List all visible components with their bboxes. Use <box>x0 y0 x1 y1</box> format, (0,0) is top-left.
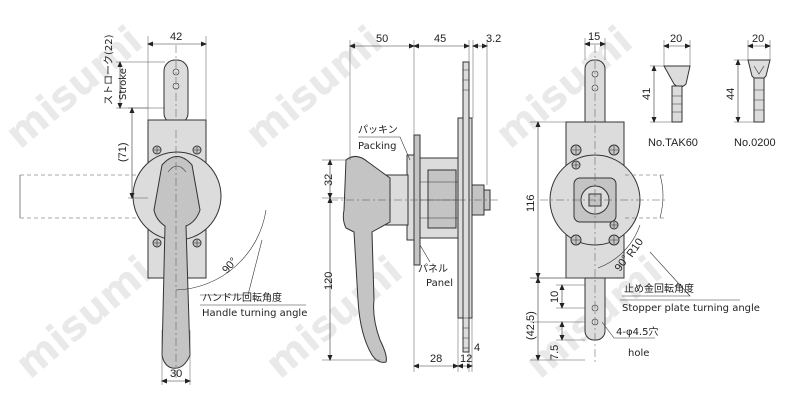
front-screws <box>152 145 202 248</box>
key-0200-height: 44 <box>725 88 737 100</box>
dim-116: 116 <box>525 194 537 212</box>
side-handle <box>342 156 391 363</box>
watermark-text-4: misumi <box>7 248 161 388</box>
rear-screws <box>570 144 620 246</box>
dim-15: 15 <box>588 31 600 43</box>
handle-angle-jp: ハンドル回転角度 <box>202 291 282 304</box>
front-view: 90° ハンドル回転角度 Handle turning angle 42 30 … <box>19 31 307 385</box>
hole-jp: 4-φ4.5穴 <box>616 325 658 338</box>
hole-en: hole <box>628 348 649 359</box>
handle-angle-en: Handle turning angle <box>202 308 307 319</box>
packing-en: Packing <box>358 141 396 152</box>
key-0200-name: No.0200 <box>734 137 776 149</box>
side-view: 50 45 3.2 パッキン Packing パネル Panel 32 120 … <box>322 33 501 372</box>
stroke-label-jp: ストローク(22) <box>103 34 115 105</box>
stopper-en: Stopper plate turning angle <box>622 303 760 314</box>
dim-7-5: 7.5 <box>549 345 561 360</box>
stopper-jp: 止め金回転角度 <box>624 282 694 295</box>
key-tak60: 20 41 No.TAK60 <box>641 33 698 149</box>
key-0200: 20 44 No.0200 <box>725 33 776 149</box>
dim-45: 45 <box>434 33 446 45</box>
watermark-text-2: misumi <box>237 18 391 158</box>
key-tak60-name: No.TAK60 <box>648 137 698 149</box>
dim-42: 42 <box>170 31 182 43</box>
panel-en: Panel <box>426 278 453 289</box>
dim-10: 10 <box>549 291 561 303</box>
panel-jp: パネル <box>418 263 448 275</box>
dim-12: 12 <box>460 353 472 365</box>
key-tak60-width: 20 <box>670 33 682 45</box>
dim-120: 120 <box>323 272 335 290</box>
packing-jp: パッキン <box>358 124 398 136</box>
front-handle <box>153 156 201 369</box>
dim-32: 32 <box>323 174 335 186</box>
rear-view: R10 90° 止め金回転角度 Stopper plate turning an… <box>525 31 760 365</box>
dim-4: 4 <box>474 342 480 354</box>
stroke-label-en: Stroke <box>118 68 129 100</box>
dim-42-5: (42.5) <box>525 311 537 340</box>
front-angle-label: 90° <box>220 255 240 275</box>
dim-3-2: 3.2 <box>486 33 501 45</box>
dim-30: 30 <box>170 368 182 380</box>
dim-50: 50 <box>376 33 388 45</box>
key-tak60-height: 41 <box>641 88 653 100</box>
dim-28: 28 <box>430 353 442 365</box>
key-0200-width: 20 <box>752 33 764 45</box>
dim-71: (71) <box>117 142 129 162</box>
